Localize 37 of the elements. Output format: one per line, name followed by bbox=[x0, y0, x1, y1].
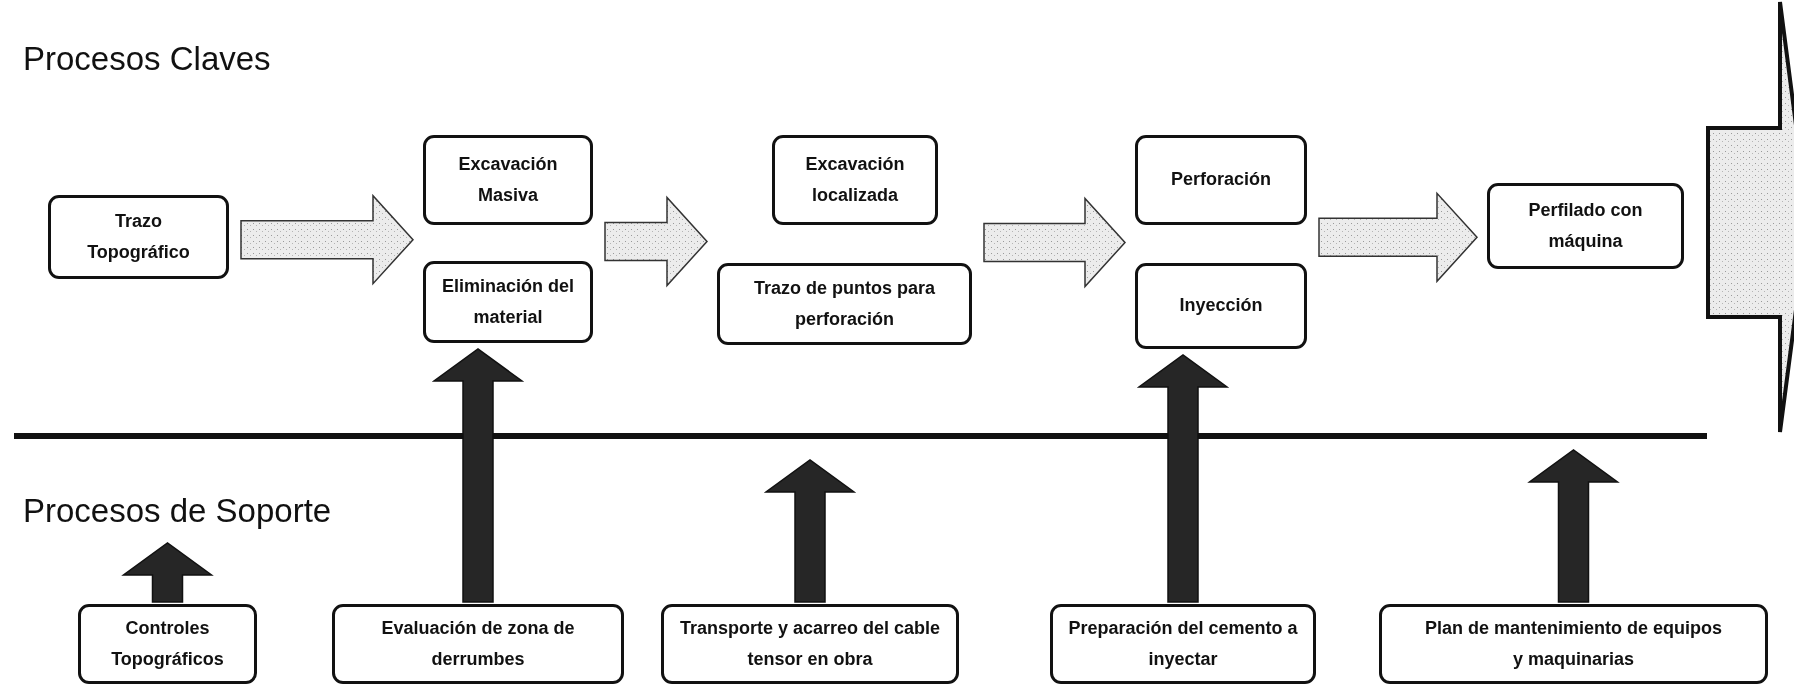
process-label: Excavación localizada bbox=[804, 152, 906, 207]
process-box bbox=[423, 135, 593, 225]
process-box bbox=[772, 135, 938, 225]
block-arrow bbox=[240, 193, 414, 286]
section-heading: Procesos Claves bbox=[23, 40, 271, 78]
section-heading: Procesos de Soporte bbox=[23, 492, 332, 530]
process-label: Perforación bbox=[1171, 168, 1271, 192]
process-label: Trazo de puntos para perforación bbox=[753, 276, 936, 331]
thick-up-arrow bbox=[121, 542, 214, 603]
process-label: Trazo Topográfico bbox=[86, 209, 191, 264]
thick-up-arrow bbox=[763, 459, 857, 603]
block-arrow bbox=[1318, 191, 1478, 284]
process-label: Plan de mantenimiento de equipos y maquinarias bbox=[1423, 616, 1723, 671]
process-box bbox=[423, 261, 593, 343]
process-label: Transporte y acarreo del cable tensor en obra bbox=[678, 616, 942, 671]
process-label: Excavación Masiva bbox=[457, 152, 559, 207]
process-box bbox=[1487, 183, 1684, 269]
process-box bbox=[717, 263, 972, 345]
process-box bbox=[1050, 604, 1316, 684]
process-box bbox=[332, 604, 624, 684]
process-label: Controles Topográficos bbox=[110, 616, 225, 671]
process-label: Inyección bbox=[1179, 294, 1263, 318]
process-box bbox=[1379, 604, 1768, 684]
process-label: Perfilado con máquina bbox=[1527, 198, 1644, 253]
process-box bbox=[661, 604, 959, 684]
process-label: Eliminación del material bbox=[441, 274, 575, 329]
process-box bbox=[78, 604, 257, 684]
thick-up-arrow bbox=[431, 348, 525, 603]
process-box bbox=[48, 195, 229, 279]
process-label: Evaluación de zona de derrumbes bbox=[380, 616, 576, 671]
process-box bbox=[1135, 263, 1307, 349]
thick-up-arrow bbox=[1527, 449, 1620, 603]
thick-up-arrow bbox=[1136, 354, 1230, 603]
process-box bbox=[1135, 135, 1307, 225]
block-arrow bbox=[604, 195, 708, 288]
block-arrow bbox=[983, 196, 1126, 289]
process-label: Preparación del cemento a inyectar bbox=[1067, 616, 1299, 671]
